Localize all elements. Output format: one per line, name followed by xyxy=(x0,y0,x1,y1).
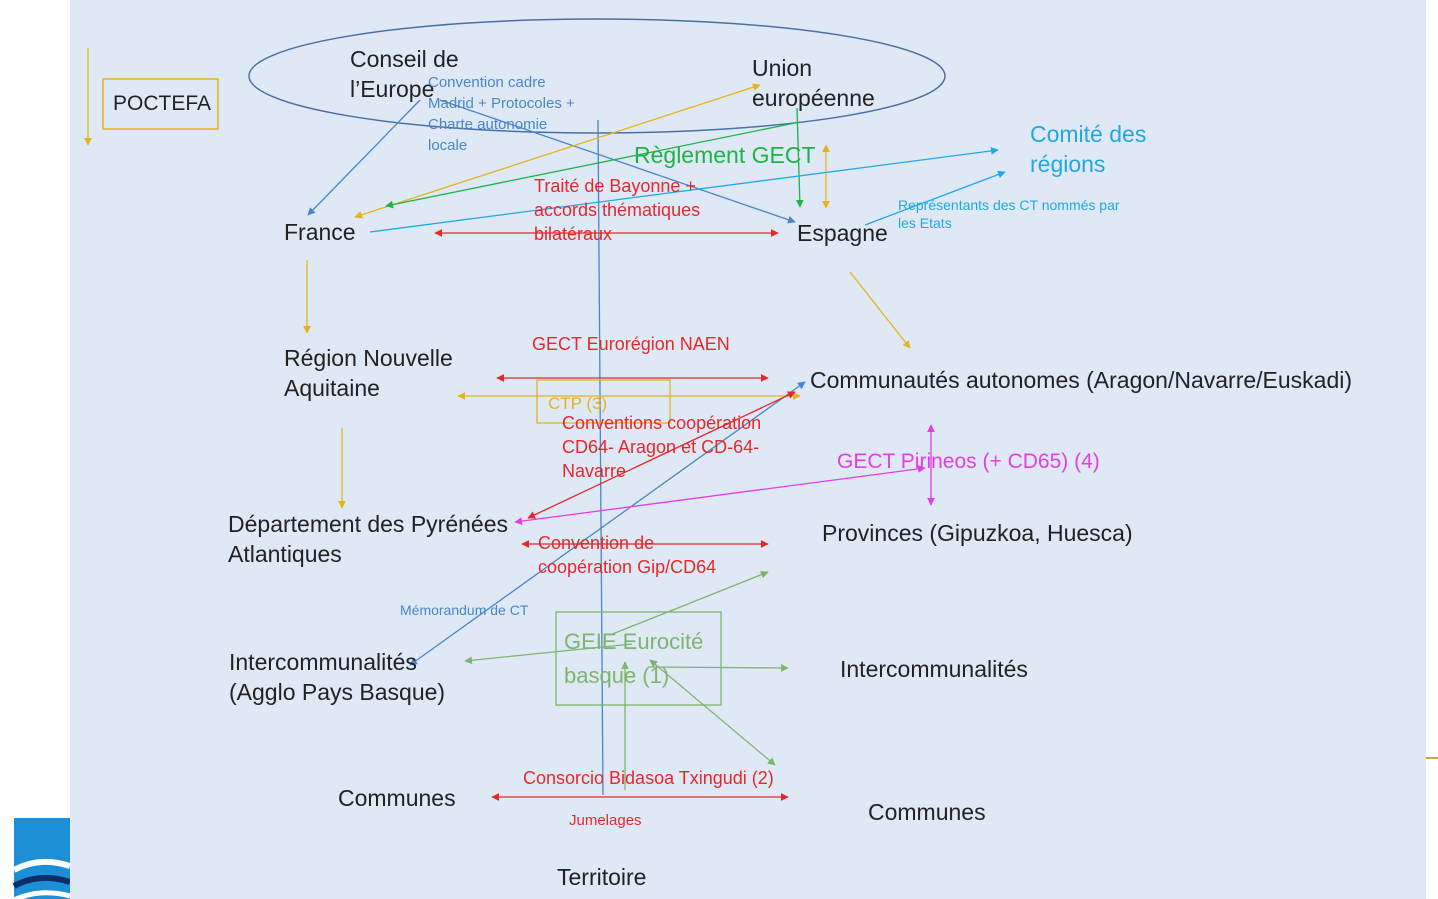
arrow-union-france-green xyxy=(385,121,801,209)
jumelages-label: Jumelages xyxy=(569,812,642,829)
communautes-autonomes-node: Communautés autonomes (Aragon/Navarre/Eu… xyxy=(810,367,1353,393)
france-node: France xyxy=(284,219,356,245)
intercommunalites-fr-node: Intercommunalités (Agglo Pays Basque) xyxy=(229,649,446,705)
traite-bayonne-label: Traité de Bayonne + accords thématiques … xyxy=(534,176,701,244)
memorandum-ct-label: Mémorandum de CT xyxy=(400,602,529,618)
provinces-node: Provinces (Gipuzkoa, Huesca) xyxy=(822,520,1133,546)
poctefa-label: POCTEFA xyxy=(113,92,212,115)
conventions-cooperation-label: Conventions coopération CD64- Aragon et … xyxy=(562,413,762,481)
poctefa-box xyxy=(102,78,219,130)
arrow-gect-pirineos xyxy=(514,465,926,525)
communes-fr-node: Communes xyxy=(338,785,456,811)
arrow-geie-communes-es xyxy=(649,659,776,766)
region-nouvelle-aquitaine-node: Région Nouvelle Aquitaine xyxy=(284,345,453,401)
convention-gip-label: Convention de coopération Gip/CD64 xyxy=(538,533,717,577)
geie-box xyxy=(555,611,722,706)
arrow-france-union xyxy=(354,83,761,219)
arrow-conseil-france xyxy=(307,99,421,216)
conseil-europe-node: Conseil de l’Europe xyxy=(350,46,459,102)
arrow-geie-provinces xyxy=(609,570,769,636)
gect-euroregion-label: GECT Eurorégion NAEN xyxy=(532,334,730,354)
arrow-union-espagne-green xyxy=(795,107,804,208)
consorcio-bidasoa-label: Consorcio Bidasoa Txingudi (2) xyxy=(523,768,774,788)
gect-pirineos-label: GECT Pirineos (+ CD65) (4) xyxy=(837,450,1100,473)
intercommunalites-es-node: Intercommunalités xyxy=(840,656,1028,682)
logo-icon xyxy=(0,818,70,899)
departement-pyrenees-node: Département des Pyrénées Atlantiques xyxy=(228,511,508,567)
comite-regions-node: Comité des régions xyxy=(1030,121,1147,177)
gie-eurocite-label: GEIE Eurocité basque (1) xyxy=(564,629,704,689)
arrow-france-comite xyxy=(369,147,999,233)
arrow-geie-interco-fr xyxy=(464,643,633,665)
ctp-label: CTP (3) xyxy=(548,394,608,413)
territoire-label: Territoire xyxy=(557,864,647,890)
union-europeenne-node: Union européenne xyxy=(752,55,875,111)
communes-es-node: Communes xyxy=(868,799,986,825)
convention-cadre-label: Convention cadre Madrid + Protocoles + C… xyxy=(428,74,575,154)
espagne-node: Espagne xyxy=(797,220,888,246)
reglement-gect-label: Règlement GECT xyxy=(634,142,816,168)
arrow-espagne-communautes xyxy=(849,271,911,349)
arrow-espagne-comite xyxy=(864,170,1006,226)
representants-ct-label: Représentants des CT nommés par les Etat… xyxy=(898,197,1120,232)
edge-line xyxy=(1426,757,1438,759)
